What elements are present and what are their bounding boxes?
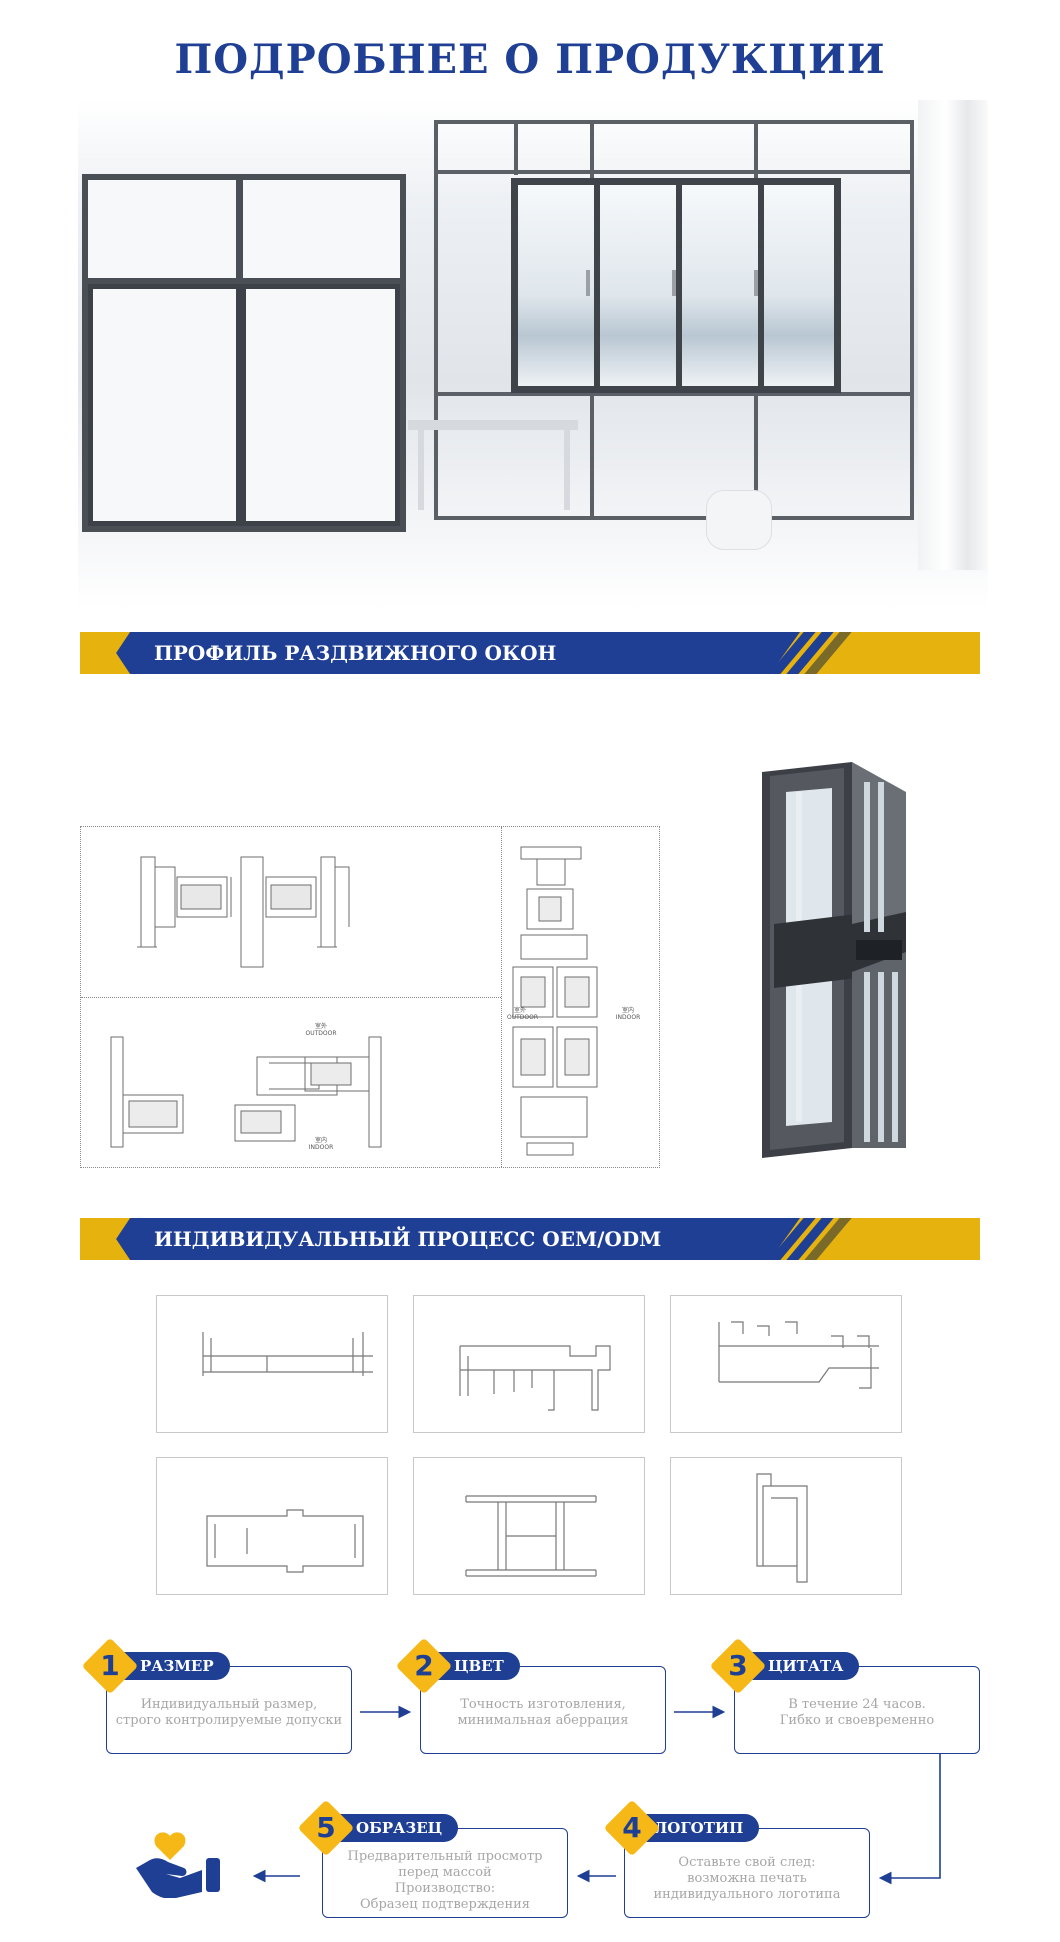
step-1-line2: строго контролируемые допуски — [115, 1713, 343, 1728]
step-5-box: Предварительный просмотр перед массой Пр… — [322, 1828, 568, 1918]
step-5-line3: Производство: — [394, 1881, 496, 1896]
label-outdoor-2: OUTDOOR — [507, 1014, 539, 1021]
profile-tile-2 — [413, 1295, 645, 1433]
step-5-line1: Предварительный просмотр — [347, 1849, 543, 1864]
step-4-box: Оставьте свой след: возможна печать инди… — [624, 1828, 870, 1918]
profile-tile-1 — [156, 1295, 388, 1433]
label-outdoor: OUTDOOR — [305, 1030, 337, 1037]
stool-decor — [706, 490, 772, 550]
step-5-line4: Образец подтверждения — [359, 1897, 531, 1912]
label-indoor-cn-2: 室内 — [621, 1007, 634, 1014]
desk-decor — [408, 420, 578, 430]
banner-profile-title: ПРОФИЛЬ РАЗДВИЖНОГО ОКОН — [154, 641, 557, 665]
section-banner-profile: ПРОФИЛЬ РАЗДВИЖНОГО ОКОН — [80, 632, 980, 674]
step-1-line1: Индивидуальный размер, — [140, 1697, 318, 1712]
label-indoor-cn: 室内 — [314, 1137, 327, 1144]
step-2-line1: Точность изготовления, — [460, 1697, 626, 1712]
step-2-line2: минимальная аберрация — [457, 1713, 629, 1728]
step-3-line1: В течение 24 часов. — [788, 1697, 926, 1712]
section-banner-oem: ИНДИВИДУАЛЬНЫЙ ПРОЦЕСС OEM/ODM — [80, 1218, 980, 1260]
step-3-line2: Гибко и своевременно — [779, 1713, 935, 1728]
profile-drawings-panel: 室外 OUTDOOR 室内 INDOOR 室外 OUTDOOR 室内 INDOO… — [80, 826, 660, 1168]
page-title: ПОДРОБНЕЕ О ПРОДУКЦИИ — [174, 36, 886, 83]
profile-tile-6 — [670, 1457, 902, 1595]
step-1-box: Индивидуальный размер, строго контролиру… — [106, 1666, 352, 1754]
label-outdoor-cn-2: 室外 — [513, 1007, 526, 1014]
step-4-line2: возможна печать — [687, 1871, 807, 1886]
label-indoor: INDOOR — [308, 1144, 334, 1151]
step-2-box: Точность изготовления, минимальная аберр… — [420, 1666, 666, 1754]
curtain-decor — [918, 100, 988, 570]
banner-oem-title: ИНДИВИДУАЛЬНЫЙ ПРОЦЕСС OEM/ODM — [154, 1227, 662, 1251]
profile-tile-3 — [670, 1295, 902, 1433]
step-5-line2: перед массой — [398, 1865, 492, 1880]
label-indoor-2: INDOOR — [615, 1014, 641, 1021]
step-4-line1: Оставьте свой след: — [678, 1855, 816, 1870]
profile-3d-render — [762, 762, 906, 1158]
cad-drawings — [110, 846, 598, 1156]
profile-tile-4 — [156, 1457, 388, 1595]
hand-heart-icon — [136, 1832, 220, 1898]
label-outdoor-cn: 室外 — [314, 1023, 327, 1030]
hero-window-image — [78, 100, 988, 610]
step-4-line3: индивидуального логотипа — [653, 1887, 841, 1902]
profile-tile-5 — [413, 1457, 645, 1595]
